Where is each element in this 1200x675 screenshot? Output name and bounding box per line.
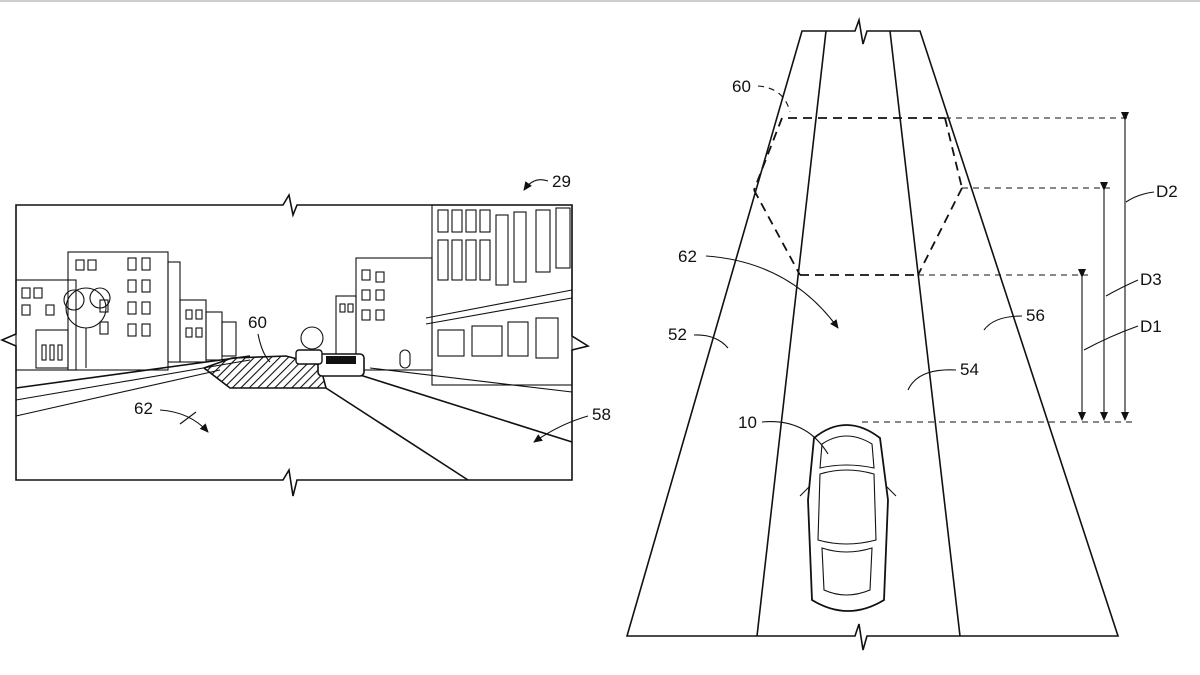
buildings-left [15,251,237,371]
vehicles-ahead [295,349,365,377]
lane-line-right [889,30,961,637]
tree-right [300,326,324,350]
ref-58: 58 [592,405,611,424]
ref-54: 54 [960,360,979,379]
leader-29 [523,179,549,191]
leader-60-right [757,85,791,113]
label-d1: D1 [1140,317,1162,336]
ref-60-right: 60 [732,77,751,96]
roi-dashed-outline [753,117,1132,423]
street-scene-view: 29 60 62 58 [0,172,611,497]
host-vehicle [799,424,897,612]
leader-d2 [1125,191,1155,203]
top-down-view: 60 62 52 54 56 10 D2 D3 D1 [625,16,1178,651]
ref-52: 52 [668,325,687,344]
leader-62-left [159,409,209,433]
leader-60-left [257,333,271,363]
leader-d1 [1083,325,1139,351]
buildings-right [300,204,573,386]
leader-10 [761,421,829,455]
leader-56 [983,315,1023,331]
ref-10: 10 [738,413,757,432]
ref-60-left: 60 [248,313,267,332]
ref-29: 29 [552,172,571,191]
leader-52 [693,334,729,349]
leader-d3 [1105,279,1139,297]
ref-56: 56 [1026,306,1045,325]
leader-54 [907,369,957,391]
road-outline [625,16,1120,651]
leader-58 [533,415,589,443]
leader-62-right [705,255,839,329]
scene-frame [0,192,591,497]
lane-line-left [756,30,827,637]
label-d2: D2 [1156,182,1178,201]
ref-62-right: 62 [678,247,697,266]
label-d3: D3 [1140,270,1162,289]
ref-62-left: 62 [134,399,153,418]
dimension-arrows [1078,112,1129,421]
